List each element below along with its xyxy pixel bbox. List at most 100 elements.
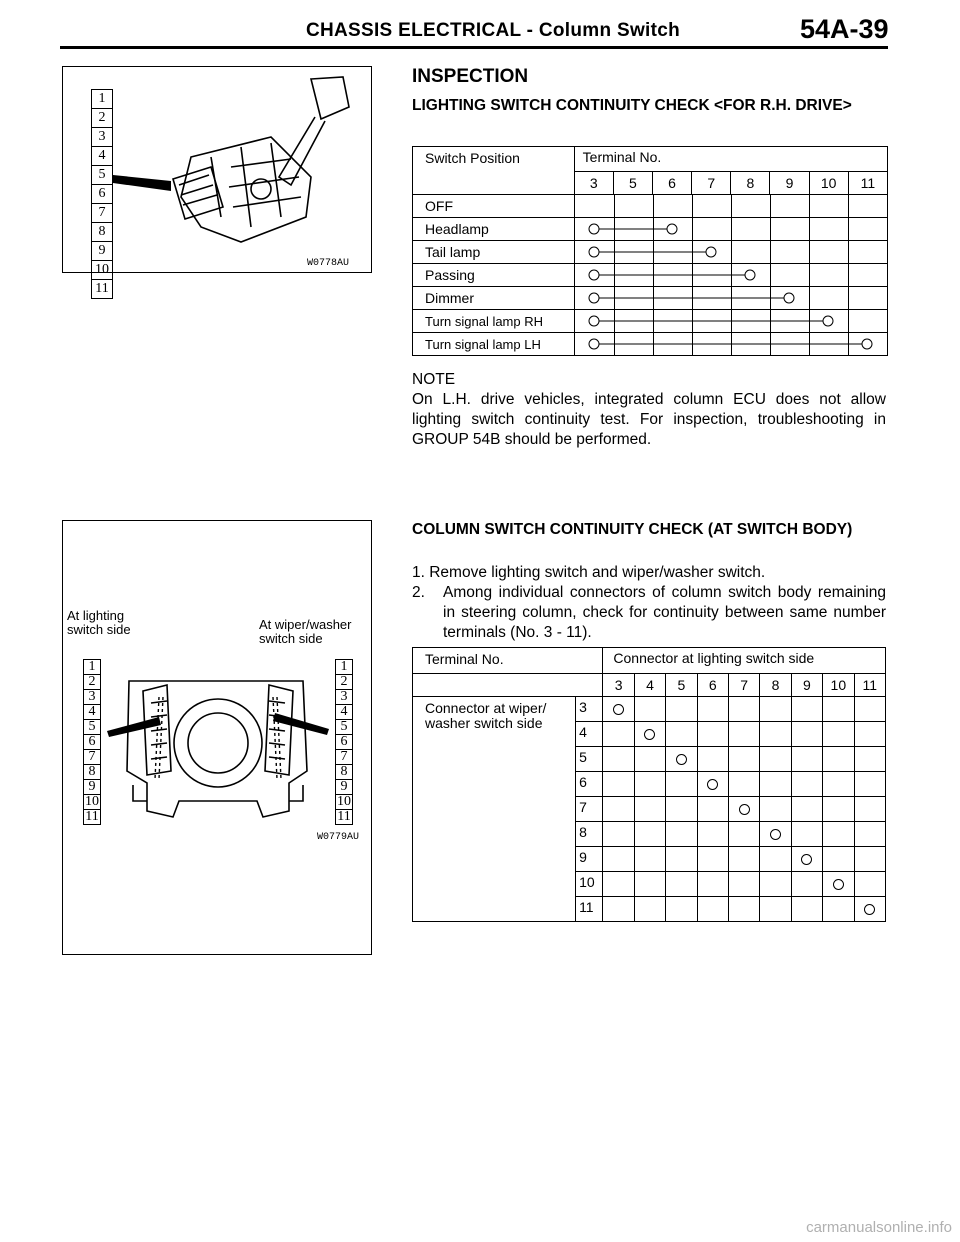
pin-label: 7: [92, 204, 112, 223]
col-header-lighting-connector: Connector at lighting switch side: [602, 647, 886, 674]
continuity-circle: [588, 223, 600, 235]
pin-label: 10: [92, 261, 112, 280]
continuity-cell: [665, 696, 698, 722]
continuity-cell: [853, 771, 887, 797]
continuity-cell: [759, 771, 792, 797]
step-1: 1. Remove lighting switch and wiper/wash…: [412, 564, 766, 581]
continuity-cell: [759, 796, 792, 822]
continuity-cell: [853, 721, 887, 747]
continuity-mark: [575, 333, 887, 355]
cell-divider: [769, 195, 771, 217]
continuity-cell: [696, 746, 729, 772]
continuity-cell: [822, 721, 855, 747]
label-lighting-side: At lighting switch side: [67, 608, 131, 637]
table-row: 11: [413, 896, 887, 922]
row-terminal-label: 9: [575, 846, 604, 872]
terminal-header-cell: 3: [573, 171, 614, 195]
continuity-circle: [861, 338, 873, 350]
cell-divider: [769, 218, 771, 240]
continuity-cell: [822, 896, 855, 922]
continuity-cell: [602, 721, 635, 747]
continuity-cells: [573, 332, 889, 356]
continuity-cell: [696, 896, 729, 922]
table-row: Turn signal lamp RH: [412, 309, 889, 333]
continuity-circle: [588, 338, 600, 350]
continuity-cell: [696, 846, 729, 872]
continuity-cell: [727, 696, 761, 722]
switch-position-label: Turn signal lamp LH: [412, 332, 575, 356]
continuity-cell: [665, 821, 698, 847]
cell-divider: [730, 241, 732, 263]
table-row: 8: [413, 821, 887, 847]
cell-divider: [847, 241, 849, 263]
continuity-cell: [665, 896, 698, 922]
table-row: Headlamp: [412, 217, 889, 241]
continuity-cell: [853, 746, 887, 772]
continuity-cell: [665, 871, 698, 897]
row-terminal-label: 4: [575, 721, 604, 747]
pin-label: 4: [92, 147, 112, 166]
continuity-cell: [696, 821, 729, 847]
lighting-check-heading: LIGHTING SWITCH CONTINUITY CHECK <FOR R.…: [412, 97, 852, 114]
switch-position-label: Dimmer: [412, 286, 575, 310]
continuity-cell: [696, 696, 729, 722]
terminal-number-column: 1 2 3 4 5 6 7 8 9 10 11: [91, 89, 113, 299]
cell-divider: [808, 241, 810, 263]
continuity-cell: [727, 771, 761, 797]
continuity-cells: [573, 194, 889, 218]
pin-label: 11: [92, 280, 112, 299]
terminal-header-cell: 6: [651, 171, 693, 195]
row-terminal-label: 3: [575, 696, 604, 722]
continuity-cell: [822, 871, 855, 897]
cell-divider: [808, 264, 810, 286]
continuity-cell: [727, 746, 761, 772]
continuity-cell: [759, 746, 792, 772]
continuity-cell: [790, 896, 824, 922]
continuity-cell: [602, 821, 635, 847]
continuity-cell: [633, 796, 667, 822]
continuity-cell: [665, 721, 698, 747]
pin-label: 6: [92, 185, 112, 204]
terminal-header-cell: 9: [769, 171, 810, 195]
continuity-cell: [759, 846, 792, 872]
cell-divider: [652, 195, 654, 217]
terminal-header-cell: 10: [808, 171, 849, 195]
continuity-cells: [573, 240, 889, 264]
continuity-circle: [744, 269, 756, 281]
figure-column-switch-body: At lighting switch side At wiper/washer …: [62, 520, 372, 955]
inspection-heading: INSPECTION: [412, 66, 529, 87]
continuity-cell: [822, 796, 855, 822]
continuity-cell: [853, 896, 887, 922]
continuity-cells: [573, 286, 889, 310]
terminal-header-cell: 11: [847, 171, 889, 195]
continuity-circle: [705, 246, 717, 258]
continuity-cell: [822, 746, 855, 772]
continuity-cell: [790, 871, 824, 897]
blank-header-cell: [411, 673, 604, 697]
pin-label: 1: [92, 90, 112, 109]
table-row: Dimmer: [412, 286, 889, 310]
switch-position-label: Passing: [412, 263, 575, 287]
continuity-cell: [696, 871, 729, 897]
figure-lighting-switch: 1 2 3 4 5 6 7 8 9 10 11 W0778AU: [62, 66, 372, 299]
terminal-header-cell: 6: [696, 673, 729, 697]
continuity-cell: [822, 771, 855, 797]
page-header-title: CHASSIS ELECTRICAL - Column Switch: [305, 20, 680, 41]
continuity-circle: [588, 315, 600, 327]
cell-divider: [847, 218, 849, 240]
table-row: 5: [413, 746, 887, 772]
terminal-number-column-left: 1 2 3 4 5 6 7 8 9 10 11: [83, 659, 101, 825]
switch-position-label: Tail lamp: [412, 240, 575, 264]
continuity-cell: [727, 796, 761, 822]
cell-divider: [847, 310, 849, 332]
row-terminal-label: 6: [575, 771, 604, 797]
continuity-cell: [853, 846, 887, 872]
continuity-cell: [602, 696, 635, 722]
continuity-cell: [790, 796, 824, 822]
continuity-cell: [853, 796, 887, 822]
terminal-header-cell: 8: [730, 171, 771, 195]
continuity-mark: [575, 241, 887, 263]
pin-label: 8: [92, 223, 112, 242]
cell-divider: [769, 241, 771, 263]
continuity-cell: [633, 821, 667, 847]
